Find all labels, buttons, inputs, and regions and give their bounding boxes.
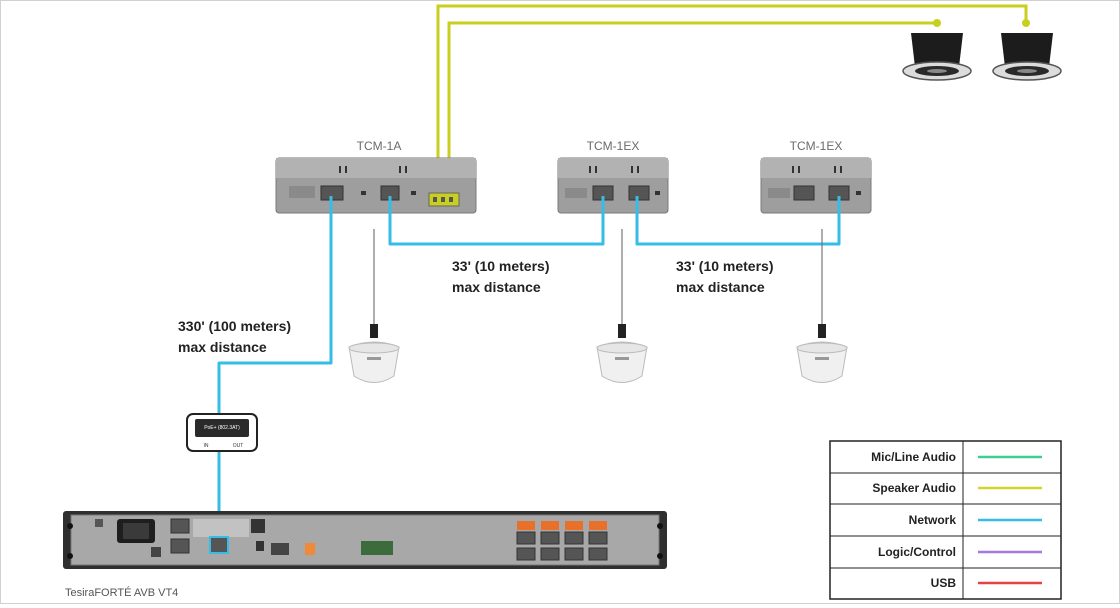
ceiling-speaker-2 (992, 33, 1062, 81)
distance-label-mid2-sub: max distance (676, 279, 765, 295)
distance-label-mid1-sub: max distance (452, 279, 541, 295)
cable-legend: Mic/Line Audio Speaker Audio Network Log… (829, 440, 1062, 600)
tcm1a-device (275, 157, 477, 214)
ceiling-speaker-1 (902, 33, 972, 81)
tcm1ex-a-device (557, 157, 669, 214)
tcm1ex-a-label: TCM-1EX (587, 139, 640, 153)
legend-label-network: Network (909, 513, 957, 527)
tcm1ex-b-device (760, 157, 872, 214)
legend-label-mic-line-audio: Mic/Line Audio (871, 450, 956, 464)
legend-label-usb: USB (931, 576, 957, 590)
ceiling-mic-2 (596, 229, 648, 383)
network-cables (217, 196, 841, 536)
ceiling-mic-3 (796, 229, 848, 383)
poe-injector-label: PoE+ (802.3AT) (204, 425, 240, 431)
poe-in-label: IN (204, 443, 209, 449)
ceiling-mic-1 (348, 229, 400, 383)
speaker-cables (436, 4, 1028, 198)
distance-label-mid1: 33' (10 meters) (452, 258, 550, 274)
poe-out-label: OUT (233, 443, 244, 449)
tesiraforte-unit (63, 511, 667, 569)
speaker-connector-dot (1022, 19, 1030, 27)
speaker-connector-dot (933, 19, 941, 27)
distance-label-long-sub: max distance (178, 339, 267, 355)
poe-injector: PoE+ (802.3AT) IN OUT (186, 413, 258, 452)
legend-label-speaker-audio: Speaker Audio (872, 481, 956, 495)
distance-label-mid2: 33' (10 meters) (676, 258, 774, 274)
tcm1ex-b-label: TCM-1EX (790, 139, 843, 153)
legend-label-logic-control: Logic/Control (878, 545, 956, 559)
tcm1a-label: TCM-1A (357, 139, 402, 153)
tesiraforte-label: TesiraFORTÉ AVB VT4 (65, 586, 178, 599)
distance-label-long: 330' (100 meters) (178, 318, 291, 334)
